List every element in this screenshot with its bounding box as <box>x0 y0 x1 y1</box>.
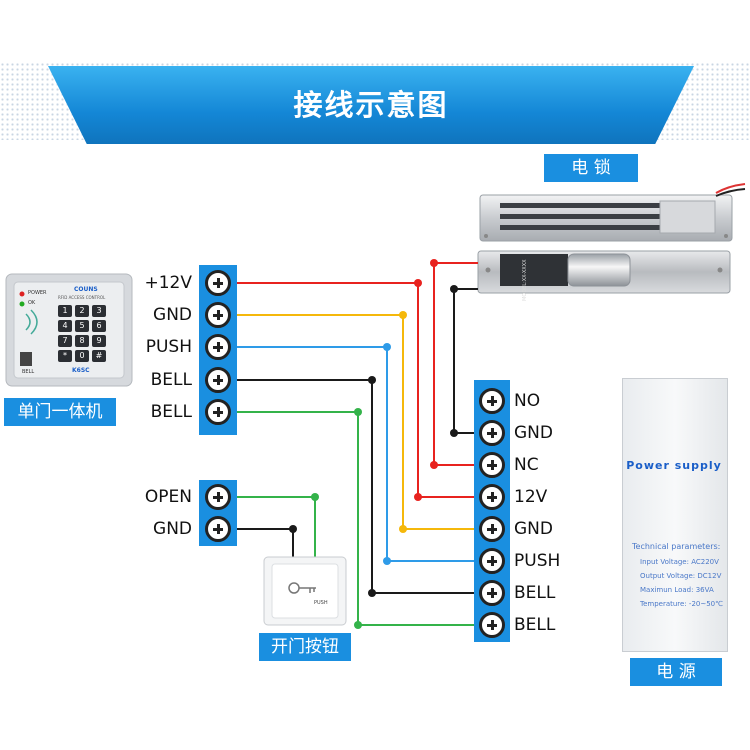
power-terminal-label: 12V <box>514 487 548 507</box>
power-terminal-label: BELL <box>514 583 556 603</box>
terminal-screw <box>479 548 505 574</box>
power-param: Maximun Load: 36VA <box>640 586 714 594</box>
power-supply-box <box>622 378 728 652</box>
button-label: 开门按钮 <box>259 633 351 661</box>
wire-red-12v <box>236 282 474 498</box>
terminal-screw <box>479 388 505 414</box>
terminal-screw <box>205 302 231 328</box>
reader-terminal-label: GND <box>153 305 192 325</box>
terminal-screw <box>205 516 231 542</box>
reader-ok-led-label: OK <box>28 300 36 306</box>
power-terminal-label: NC <box>514 455 539 475</box>
reader-key: 3 <box>96 306 102 315</box>
power-params-title: Technical parameters: <box>632 542 721 551</box>
terminal-screw <box>479 580 505 606</box>
reader-key: 6 <box>96 321 102 330</box>
power-param: Temperature: -20~50℃ <box>640 600 723 608</box>
power-param: Input Voltage: AC220V <box>640 558 719 566</box>
reader-power-led-label: POWER <box>28 290 47 296</box>
power-label: 电 源 <box>630 658 722 686</box>
power-terminal-label: NO <box>514 391 541 411</box>
reader-key: 5 <box>79 321 85 330</box>
button-terminal-label: OPEN <box>144 487 192 507</box>
terminal-screw <box>205 484 231 510</box>
reader-key: 9 <box>96 336 102 345</box>
exit-button-text: PUSH <box>314 600 328 606</box>
terminal-screw <box>205 270 231 296</box>
power-terminal-label: BELL <box>514 615 556 635</box>
wire-green-bell <box>236 411 474 626</box>
reader-subtitle: RFID ACCESS CONTROL <box>58 295 106 300</box>
lock-sticker: MODEL:XX-XXXX <box>522 259 528 301</box>
reader-label: 单门一体机 <box>4 398 116 426</box>
exit-button-device <box>263 556 347 626</box>
lock-magnet <box>479 183 746 242</box>
card-reader <box>5 273 133 387</box>
reader-terminal-label: PUSH <box>145 337 192 357</box>
reader-key: 1 <box>62 306 68 315</box>
terminal-screw <box>205 367 231 393</box>
page-title: 接线示意图 <box>293 88 449 122</box>
terminal-screw <box>205 334 231 360</box>
reader-bell-label: BELL <box>22 369 35 375</box>
terminal-screw <box>479 516 505 542</box>
reader-key: 7 <box>62 336 68 345</box>
power-terminal-label: GND <box>514 519 553 539</box>
wire-green-open <box>236 496 316 565</box>
lock-bolt <box>477 250 731 294</box>
reader-terminal-label: BELL <box>150 402 192 422</box>
reader-terminal-label: +12V <box>144 273 192 293</box>
lock-label: 电 锁 <box>544 154 638 182</box>
button-terminal-label: GND <box>153 519 192 539</box>
terminal-screw <box>479 452 505 478</box>
terminal-screw <box>479 420 505 446</box>
wire-black-bell <box>236 379 474 594</box>
power-terminal-label: GND <box>514 423 553 443</box>
terminal-screw <box>479 612 505 638</box>
title-banner <box>48 66 694 144</box>
terminal-screw <box>205 399 231 425</box>
reader-key: 0 <box>79 351 85 360</box>
reader-terminal-label: BELL <box>150 370 192 390</box>
wire-blue-push <box>236 346 474 562</box>
reader-key: 4 <box>62 321 68 330</box>
reader-brand: COUNS <box>74 286 98 293</box>
reader-key: # <box>95 351 103 360</box>
reader-key: 8 <box>79 336 85 345</box>
wire-black-lock-gnd <box>453 289 474 434</box>
reader-model: K6SC <box>72 367 90 374</box>
wire-yellow-gnd <box>236 314 474 530</box>
reader-key: 2 <box>79 306 85 315</box>
power-supply-title: Power supply <box>626 459 722 472</box>
reader-keypad: 1 2 3 4 5 6 7 8 9 * 0 # <box>58 305 106 362</box>
power-terminal-label: PUSH <box>514 551 561 571</box>
reader-key: * <box>63 351 67 360</box>
terminal-screw <box>479 484 505 510</box>
power-param: Output Voltage: DC12V <box>640 572 722 580</box>
